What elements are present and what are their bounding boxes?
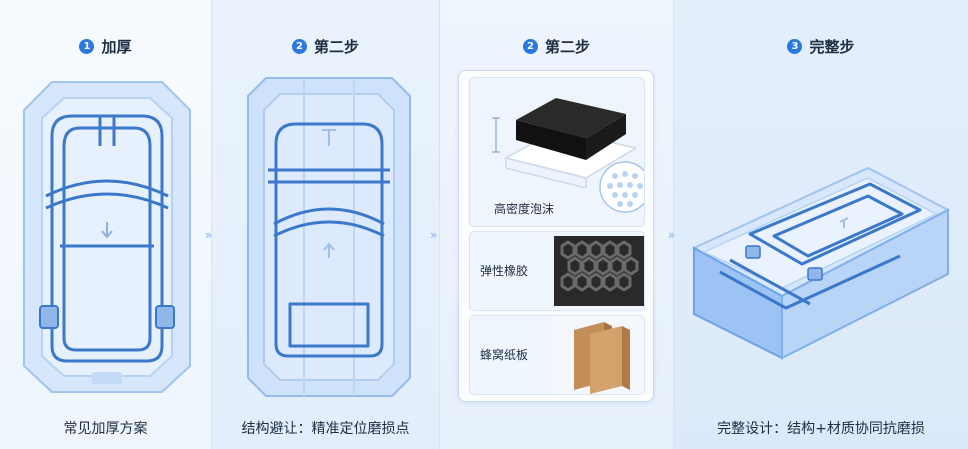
panel-title: 第二步 — [313, 38, 359, 56]
panel-heading: 3 完整步 — [674, 36, 968, 57]
material-label: 蜂窝纸板 — [480, 348, 529, 362]
material-card-cardboard: 蜂窝纸板 — [469, 315, 645, 395]
panel-title: 完整步 — [809, 38, 855, 56]
step-badge: 2 — [522, 39, 538, 54]
material-label: 弹性橡胶 — [480, 264, 529, 278]
foam-texture-icon — [599, 161, 644, 213]
rubber-honeycomb-icon — [554, 236, 644, 306]
next-arrow-icon: » — [205, 228, 212, 242]
thickened-case-illustration — [23, 81, 191, 393]
honeycomb-cardboard-icon — [554, 316, 644, 394]
complete-case-illustration — [691, 166, 951, 360]
material-card-foam: 高密度泡沫 — [469, 77, 645, 227]
structure-case-illustration — [247, 77, 411, 397]
panel-heading: 1 加厚 — [0, 36, 211, 57]
step-badge: 3 — [787, 39, 803, 54]
panel-caption: 完整设计：结构+材质协同抗磨损 — [717, 421, 925, 437]
step-badge: 1 — [79, 39, 95, 54]
panel-heading: 2 第二步 — [212, 36, 439, 57]
panel-thicken: 1 加厚 常见加厚方案 — [0, 0, 212, 449]
step-badge: 2 — [291, 39, 307, 54]
panel-title: 第二步 — [544, 38, 590, 56]
next-arrow-icon: » — [430, 228, 437, 242]
panel-structure-avoid: 2 第二步 结构避让：精准定位磨损点 — [212, 0, 440, 449]
panel-heading: 2 第二步 — [440, 36, 673, 57]
materials-card-group: 高密度泡沫 弹性橡胶 — [458, 70, 654, 402]
next-arrow-icon: » — [668, 228, 675, 242]
panel-caption: 结构避让：精准定位磨损点 — [241, 421, 410, 437]
panel-complete: 3 完整步 完整设计：结构+材质协同抗磨损 — [674, 0, 968, 449]
panel-title: 加厚 — [101, 38, 132, 56]
foam-block-icon — [492, 98, 636, 188]
panel-caption: 常见加厚方案 — [63, 421, 148, 437]
material-label: 高密度泡沫 — [494, 202, 555, 216]
material-card-rubber: 弹性橡胶 — [469, 231, 645, 311]
